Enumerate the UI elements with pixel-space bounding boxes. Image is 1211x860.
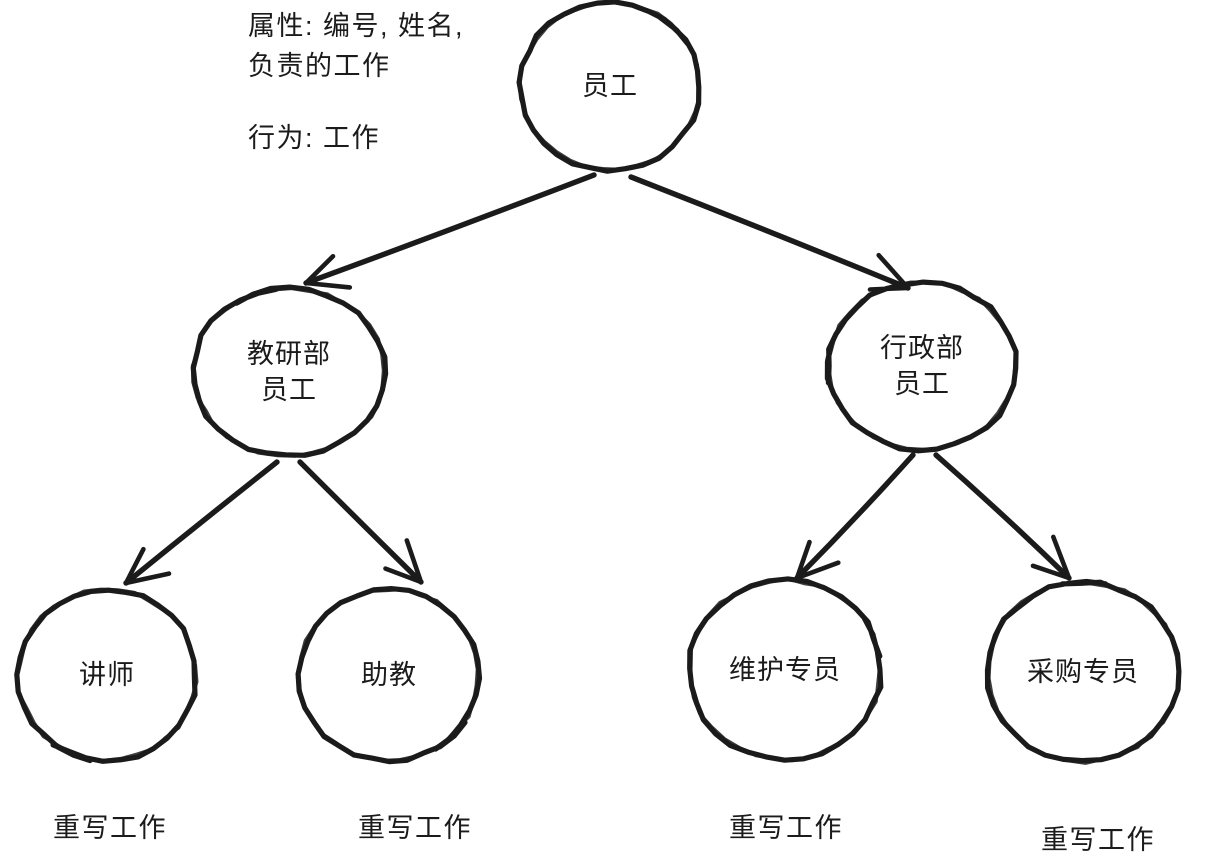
edge-teaching-dept-to-assistant	[297, 459, 424, 585]
arrowhead-stroke	[1051, 534, 1072, 581]
arrowhead-stroke	[794, 560, 841, 581]
node-procurement-specialist[interactable]	[984, 578, 1182, 765]
node-teaching-assistant[interactable]	[295, 586, 483, 765]
edge-employee-to-admin-dept	[628, 174, 911, 292]
node-outline-overdraw	[688, 577, 882, 763]
bottom-label-maintenance: 重写工作	[729, 813, 843, 843]
bottom-label-procurement: 重写工作	[1041, 825, 1155, 855]
node-employee[interactable]	[516, 0, 702, 174]
arrowhead-stroke	[303, 254, 336, 286]
arrowhead-stroke	[794, 539, 812, 581]
node-outline-overdraw	[517, 0, 701, 172]
node-outline-overdraw	[15, 587, 199, 762]
edge-shaft	[303, 172, 597, 286]
edge-admin-dept-to-maintenance	[794, 452, 916, 581]
node-outline-overdraw	[296, 587, 480, 763]
edge-shaft	[933, 452, 1072, 581]
arrowhead-stroke	[303, 280, 353, 290]
arrowhead-stroke	[404, 538, 424, 585]
arrowhead-stroke	[123, 546, 146, 586]
edge-teaching-dept-to-lecturer	[123, 459, 280, 586]
node-outline-overdraw	[827, 280, 1018, 452]
edge-shaft	[628, 174, 911, 291]
edge-admin-dept-to-procurement	[933, 452, 1072, 581]
edge-shaft	[297, 459, 424, 585]
nodes-layer	[14, 0, 1182, 765]
node-maintenance-specialist[interactable]	[687, 576, 884, 763]
node-outline-overdraw	[987, 581, 1181, 765]
edge-shaft	[123, 459, 280, 586]
arrowhead-stroke	[1030, 563, 1072, 581]
node-admin-dept-employee[interactable]	[824, 279, 1019, 454]
edge-employee-to-teaching-dept	[303, 172, 597, 290]
behavior-annotation: 行为: 工作	[248, 123, 381, 153]
bottom-label-lecturer: 重写工作	[53, 813, 167, 843]
node-outline-overdraw	[190, 286, 386, 458]
attributes-annotation: 属性: 编号, 姓名, 负责的工作	[248, 11, 465, 81]
edge-shaft	[794, 452, 916, 581]
edges-layer	[123, 172, 1072, 586]
arrowhead-stroke	[383, 566, 424, 585]
bottom-label-assistant: 重写工作	[358, 813, 472, 843]
arrowhead-stroke	[123, 571, 172, 586]
node-teaching-dept-employee[interactable]	[190, 284, 389, 458]
node-lecturer[interactable]	[14, 587, 199, 764]
